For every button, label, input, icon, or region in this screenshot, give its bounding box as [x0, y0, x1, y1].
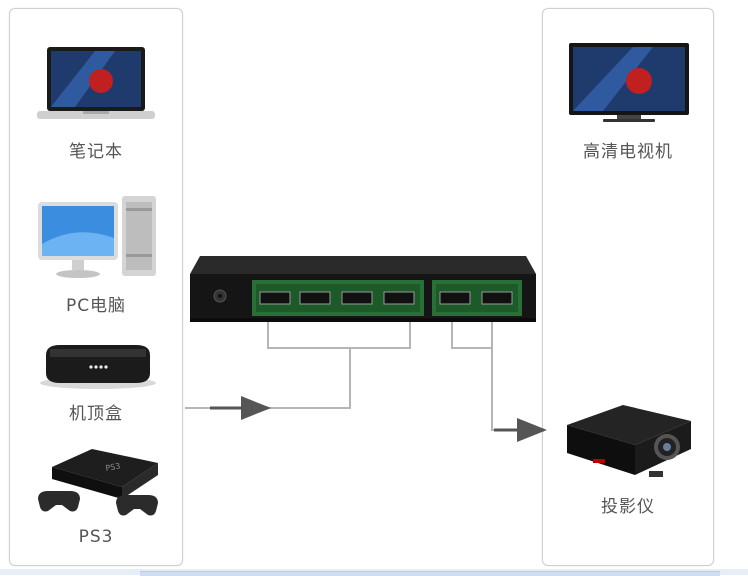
set-top-box-icon	[40, 345, 156, 389]
laptop-icon	[37, 47, 155, 119]
source-label-laptop: 笔记本	[69, 142, 123, 162]
output-wire	[451, 318, 493, 349]
output-label-tv: 高清电视机	[583, 142, 673, 162]
source-devices-panel: 笔记本 PC电脑 机顶盒 PS3 PS3	[9, 8, 183, 566]
output-wire-drop	[491, 348, 544, 431]
source-label-set-top-box: 机顶盒	[69, 404, 123, 424]
tv-icon	[569, 43, 689, 122]
projector-icon	[567, 405, 691, 477]
source-label-pc: PC电脑	[65, 296, 127, 316]
svg-text:PS3: PS3	[105, 462, 121, 473]
source-label-ps3: PS3	[78, 527, 114, 547]
output-label-projector: 投影仪	[601, 497, 655, 517]
game-console-icon: PS3	[38, 449, 158, 516]
output-devices-panel: 高清电视机 投影仪	[542, 8, 714, 566]
input-wire	[267, 318, 411, 349]
desktop-pc-icon	[38, 196, 156, 278]
input-wire-drop	[185, 348, 351, 409]
hdmi-matrix-switch-icon	[190, 256, 536, 322]
bottom-strip-highlight	[140, 571, 720, 576]
